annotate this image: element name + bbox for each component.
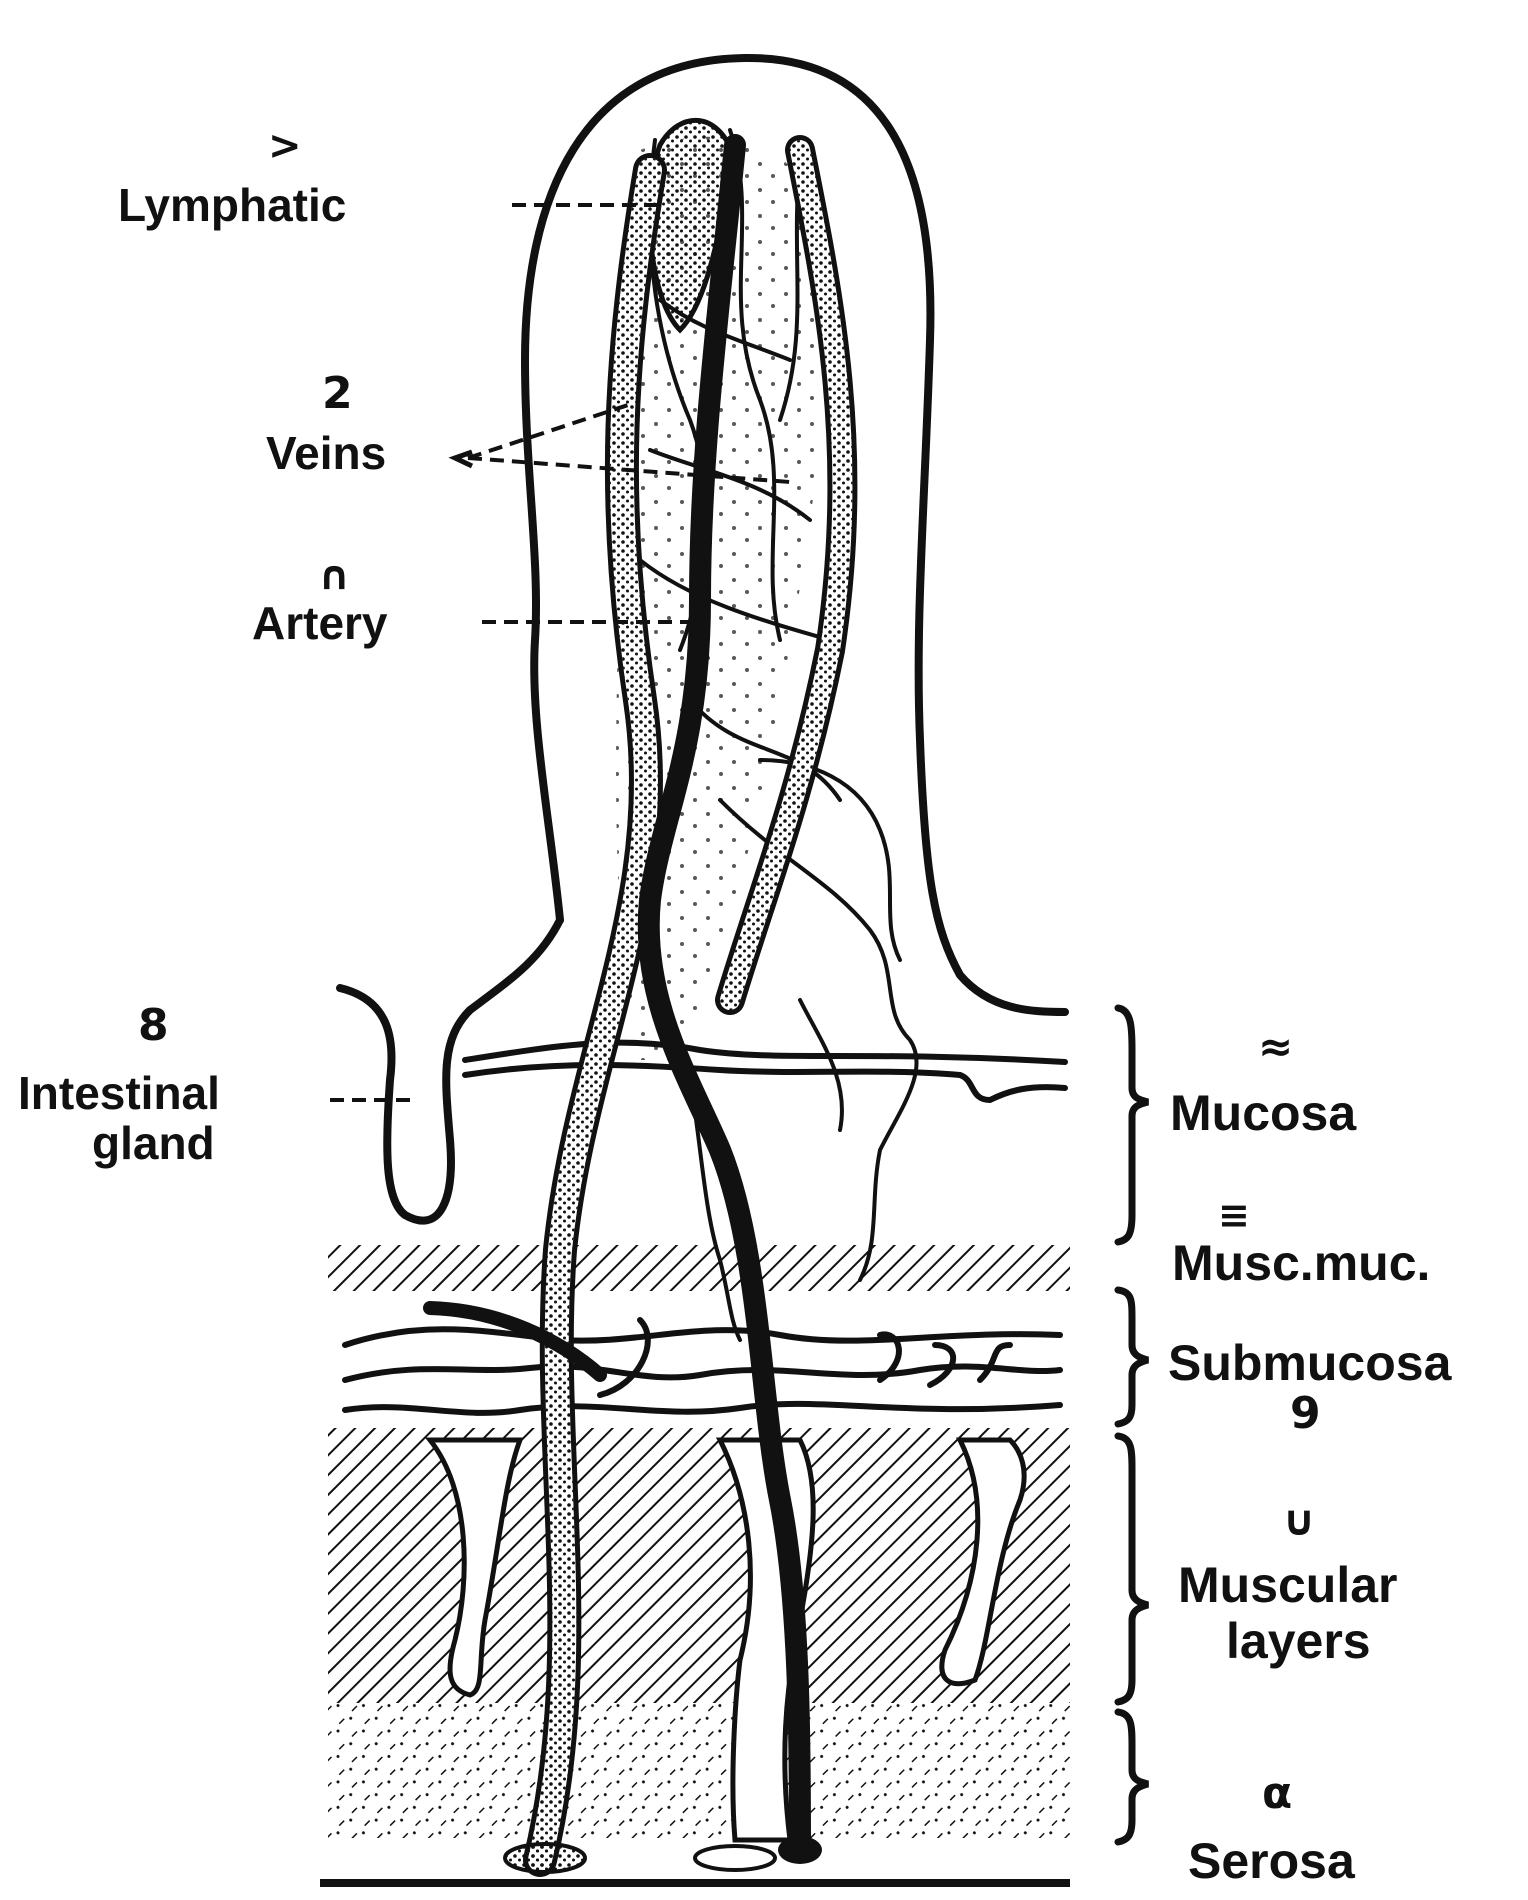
- label-mucosa: Mucosa: [1170, 1088, 1356, 1138]
- label-intestinal: Intestinal: [18, 1070, 220, 1116]
- label-submucosa: Submucosa: [1168, 1338, 1451, 1388]
- label-musc-muc: Musc.muc.: [1172, 1238, 1430, 1288]
- gland-number: 8: [138, 1004, 169, 1048]
- serosa-layer: [328, 1703, 1070, 1838]
- lymphatic-number-glyph: >: [268, 126, 302, 166]
- label-muscular: Muscular: [1178, 1560, 1398, 1610]
- label-veins: Veins: [266, 430, 386, 476]
- mucosa-number-glyph: ≈: [1258, 1026, 1293, 1068]
- musc-muc-band: [328, 1245, 1070, 1291]
- label-serosa: Serosa: [1188, 1836, 1355, 1886]
- mucosa-channels: [465, 1043, 1065, 1100]
- submucosa-web: [345, 1320, 1060, 1413]
- label-lymphatic: Lymphatic: [118, 182, 346, 228]
- layer-braces: [1118, 1008, 1148, 1842]
- veins-number: 2: [322, 372, 353, 416]
- artery-number-glyph: ∩: [318, 556, 350, 596]
- label-gland: gland: [92, 1120, 215, 1166]
- serosa-number-glyph: α: [1262, 1772, 1292, 1816]
- muscular-number-glyph: ∪: [1282, 1500, 1316, 1542]
- musc-muc-number-glyph: ≡: [1218, 1196, 1250, 1234]
- submucosa-number: 9: [1290, 1392, 1321, 1436]
- label-layers: layers: [1226, 1616, 1371, 1666]
- label-artery: Artery: [252, 600, 388, 646]
